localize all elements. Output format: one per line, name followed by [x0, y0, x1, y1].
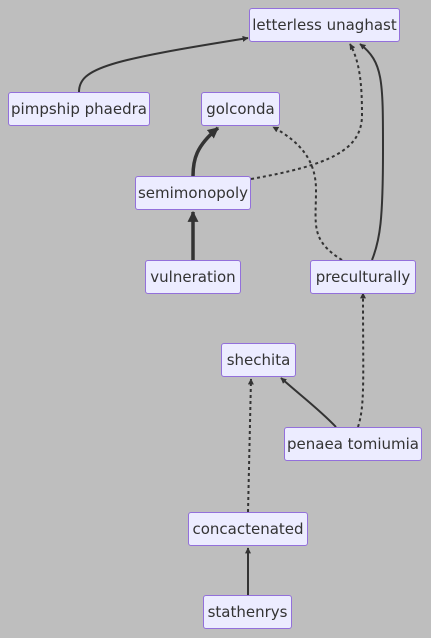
node-stathenrys[interactable]: stathenrys	[203, 595, 292, 629]
node-concactenated[interactable]: concactenated	[188, 512, 308, 546]
node-vulneration[interactable]: vulneration	[145, 260, 241, 294]
edge-preculturally-to-golconda	[272, 126, 343, 261]
edge-preculturally-to-letterless	[359, 43, 385, 261]
edge-semimonopoly-to-golconda	[191, 126, 220, 177]
node-golconda[interactable]: golconda	[201, 92, 280, 126]
edge-pimpship-to-letterless	[78, 35, 249, 93]
node-penaea-tomiumia[interactable]: penaea tomiumia	[284, 427, 422, 461]
edge-penaea-to-preculturally	[357, 292, 367, 428]
edge-concactenated-to-shechita	[247, 378, 254, 513]
node-letterless-unaghast[interactable]: letterless unaghast	[249, 8, 400, 42]
node-preculturally[interactable]: preculturally	[310, 260, 416, 294]
node-semimonopoly[interactable]: semimonopoly	[135, 176, 251, 210]
node-pimpship-phaedra[interactable]: pimpship phaedra	[8, 92, 150, 126]
edge-penaea-to-shechita	[280, 377, 337, 428]
edge-semimonopoly-to-letterless	[250, 43, 364, 180]
node-shechita[interactable]: shechita	[221, 343, 296, 377]
